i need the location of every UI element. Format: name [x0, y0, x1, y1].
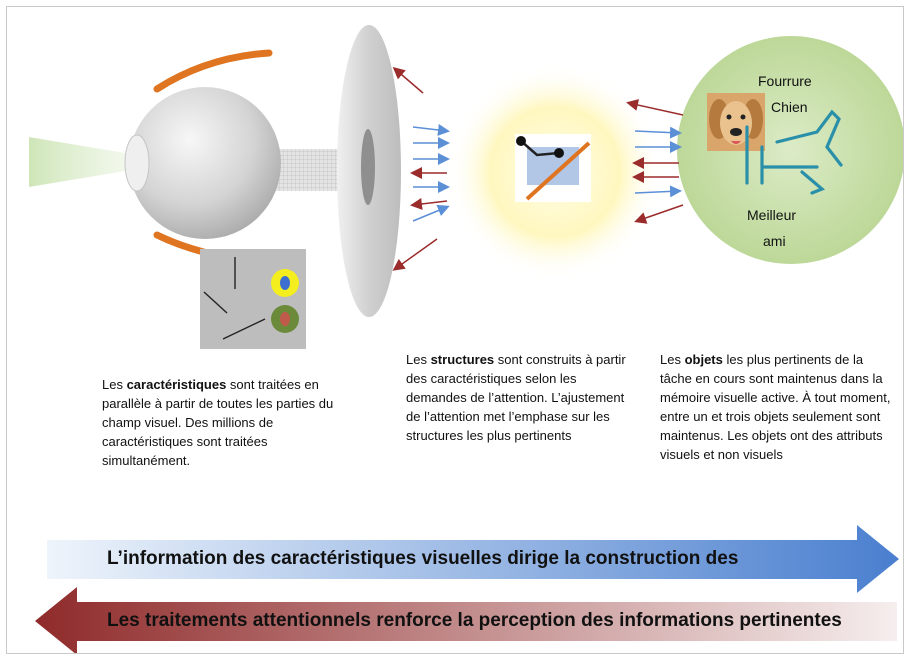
diagram-frame: Fourrure Chien Meilleur ami Les caractér…	[6, 6, 904, 654]
bottom-up-arrow-label: L’information des caractéristiques visue…	[107, 548, 739, 569]
dog-line-drawing	[745, 109, 843, 195]
eyeball	[129, 87, 281, 239]
structures-keyword: structures	[430, 352, 495, 367]
structures-description: Les structures sont construits à partir …	[406, 350, 628, 445]
features-rest: sont traitées en parallèle à partir de t…	[102, 377, 334, 468]
eye-upper-arc	[153, 49, 273, 93]
lens-center	[361, 129, 375, 205]
label-best: Meilleur	[747, 207, 797, 223]
objects-rest: les plus pertinents de la tâche en cours…	[660, 352, 891, 462]
top-down-arrow-shape	[35, 587, 897, 653]
label-fur: Fourrure	[758, 73, 812, 89]
feedback-arrows-left	[392, 67, 450, 271]
top-down-arrow-label: Les traitements attentionnels renforce l…	[107, 610, 842, 631]
feature-line	[222, 318, 266, 340]
objects-prefix: Les	[660, 352, 685, 367]
blue-dot	[280, 276, 290, 290]
feedback-arrows-right	[626, 99, 684, 224]
structure-path	[520, 140, 560, 157]
objects-keyword: objets	[684, 352, 723, 367]
features-keyword: caractéristiques	[126, 377, 227, 392]
cornea	[124, 134, 150, 192]
bottom-up-arrow-shape	[47, 525, 899, 593]
structures-prefix: Les	[406, 352, 431, 367]
features-description: Les caractéristiques sont traitées en pa…	[102, 375, 342, 470]
structure-node	[516, 136, 526, 146]
red-dot	[280, 312, 290, 326]
dog-photo	[707, 93, 765, 151]
light-beam	[29, 137, 137, 187]
label-dog: Chien	[771, 99, 808, 115]
strike-line	[525, 141, 591, 201]
features-box	[200, 249, 306, 349]
features-prefix: Les	[102, 377, 127, 392]
feature-line	[203, 291, 228, 314]
diagram-canvas	[29, 25, 903, 653]
objects-description: Les objets les plus pertinents de la tâc…	[660, 350, 896, 464]
structure-node	[554, 148, 564, 158]
label-friend: ami	[763, 233, 786, 249]
structures-rest: sont construits à partir des caractérist…	[406, 352, 626, 443]
